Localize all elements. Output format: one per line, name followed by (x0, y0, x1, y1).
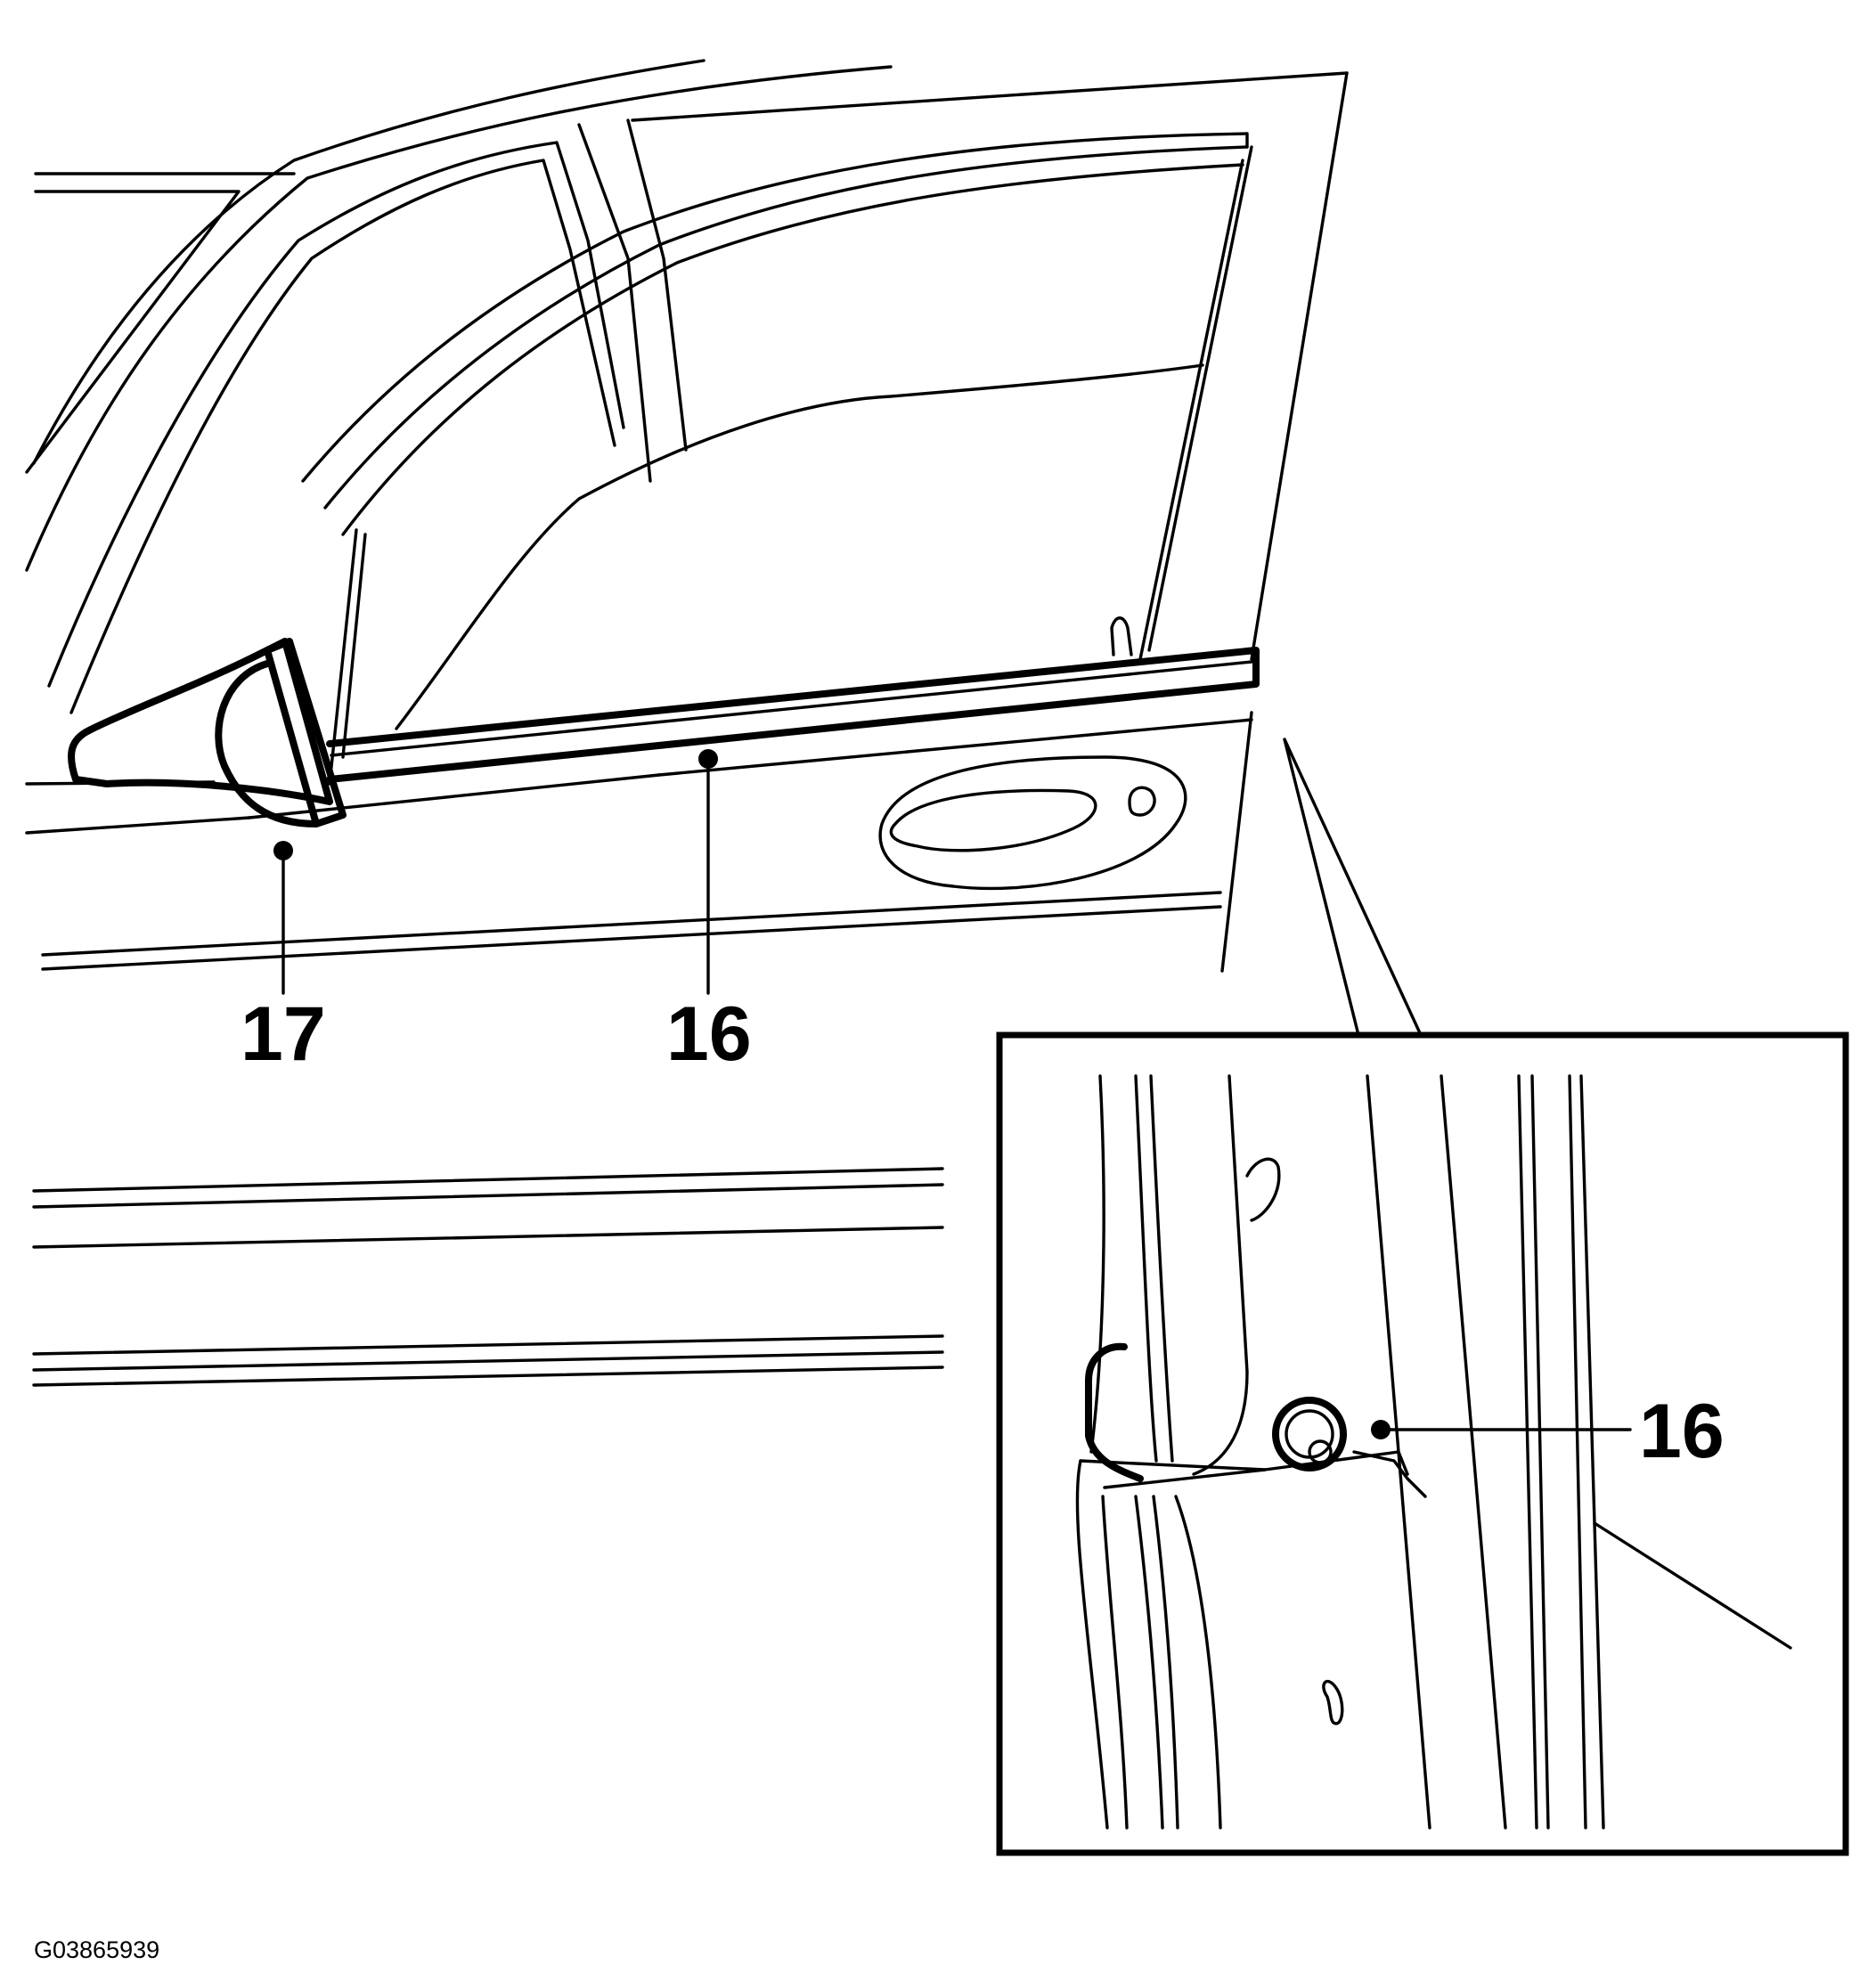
door-mid-panel-line (25, 718, 1253, 835)
door-rear-edge (1250, 71, 1349, 661)
door-rear-edge-inner (1147, 145, 1253, 652)
figure-id-label: G03865939 (34, 1936, 159, 1963)
inset-pillar-line-3 (1149, 1074, 1174, 1463)
sill-line-3 (32, 1226, 944, 1249)
sill-line-2 (32, 1183, 944, 1209)
interior-seat-outline (395, 363, 1204, 730)
window-latch-tab (1110, 616, 1133, 656)
inset-fastener-center (1308, 1439, 1333, 1464)
front-pillar-line (577, 123, 652, 483)
door-window-rear-frame (1138, 159, 1244, 661)
door-moulding-inner-line (330, 660, 1253, 757)
inset-pillar-line-1 (1089, 1074, 1105, 1454)
detail-inset-frame (996, 1031, 1849, 1856)
inset-clip-bracket (1085, 1342, 1144, 1482)
inset-right-diagonal (1593, 1521, 1792, 1650)
inset-lower-line-2 (1101, 1495, 1129, 1830)
door-lock-cylinder (1128, 786, 1156, 817)
inset-crossbar (1103, 1468, 1267, 1489)
inset-lower-line-3 (1134, 1495, 1164, 1830)
b-pillar-top (631, 71, 1349, 122)
detail-inset (996, 1031, 1849, 1856)
inset-lower-line-5 (1174, 1495, 1222, 1830)
inset-small-tab (1245, 1157, 1281, 1222)
door-moulding-strip (326, 647, 1260, 783)
inset-fastener-head (1272, 1397, 1347, 1471)
mirror-glass-face (264, 638, 347, 827)
windshield-frame-inner (69, 159, 616, 714)
inset-right-line-2 (1530, 1074, 1550, 1830)
detail-pointer-wedge (1283, 738, 1423, 1037)
inset-mid-line-2 (1440, 1074, 1507, 1830)
sill-line-6 (32, 1366, 944, 1387)
inset-fastener-arm (1352, 1450, 1427, 1498)
door-frame-outer (301, 132, 1249, 483)
callout-label-16-main: 16 (666, 991, 752, 1077)
sill-line-4 (32, 1334, 944, 1356)
door-frame-inner-2 (341, 163, 1244, 536)
inset-lower-line-1 (1075, 1459, 1109, 1830)
windshield-outer-edge (32, 59, 706, 465)
front-pillar-line-2 (626, 118, 688, 452)
windshield-frame (47, 141, 625, 688)
inset-body-hole (1322, 1679, 1344, 1725)
sill-line-5 (32, 1350, 944, 1372)
callout-label-17: 17 (241, 991, 326, 1077)
inset-pillar-line-2 (1134, 1074, 1158, 1463)
inset-pillar-line-4 (1192, 1074, 1249, 1476)
windshield-inner-edge (25, 65, 893, 572)
mirror-mount-curve (215, 660, 320, 827)
door-handle-recess (878, 755, 1187, 891)
door-frame-inner-1 (323, 145, 1249, 510)
side-sill-lines (32, 1167, 944, 1387)
front-glass-edge-2 (341, 533, 367, 759)
car-door-illustration (25, 59, 1349, 995)
door-panel-rear-edge (1220, 711, 1253, 973)
inset-right-line-3 (1568, 1074, 1587, 1830)
door-bottom-panel-line-1 (41, 891, 1222, 957)
door-bottom-panel-line-2 (41, 905, 1222, 971)
mirror-housing (68, 638, 333, 805)
door-handle-grip (889, 788, 1097, 852)
inset-lower-line-4 (1152, 1495, 1179, 1830)
sill-line-1 (32, 1167, 944, 1193)
callout-label-16-detail: 16 (1639, 1389, 1725, 1474)
inset-right-line-1 (1517, 1074, 1538, 1830)
door-mid-panel-line-2 (248, 773, 661, 819)
roof-edge-lower (25, 190, 241, 474)
